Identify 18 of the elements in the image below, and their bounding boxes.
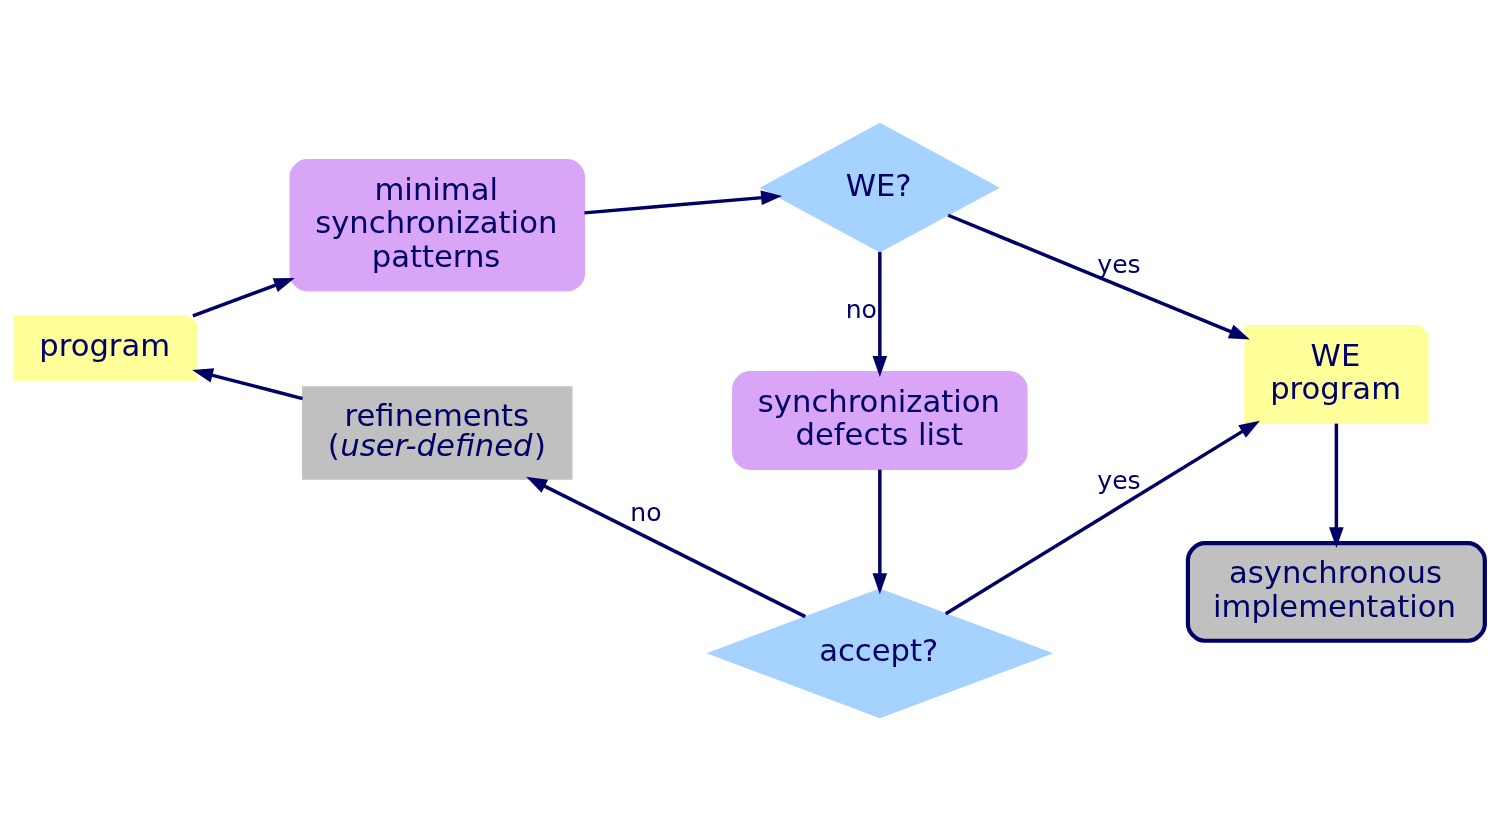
node-box: asynchronous implementation: [1185, 540, 1487, 643]
node-diamond: accept?: [706, 587, 1054, 718]
node-box: synchronization defects list: [732, 370, 1028, 470]
arrow: [192, 367, 303, 400]
arrow: [947, 213, 1250, 339]
edge-label: yes: [1097, 465, 1141, 495]
arrow: [1329, 423, 1344, 548]
arrow: [584, 189, 783, 215]
arrow: [872, 469, 888, 594]
arrow: [526, 476, 807, 618]
edge-label: yes: [1097, 249, 1141, 279]
node-box: minimal synchronization patterns: [289, 158, 585, 292]
arrow: [872, 251, 888, 377]
edge-label: no: [630, 497, 662, 527]
arrow: [944, 420, 1260, 615]
arrow: [192, 277, 295, 318]
edge-label: no: [845, 294, 877, 324]
node-box: refinements (user-defined): [302, 385, 573, 480]
